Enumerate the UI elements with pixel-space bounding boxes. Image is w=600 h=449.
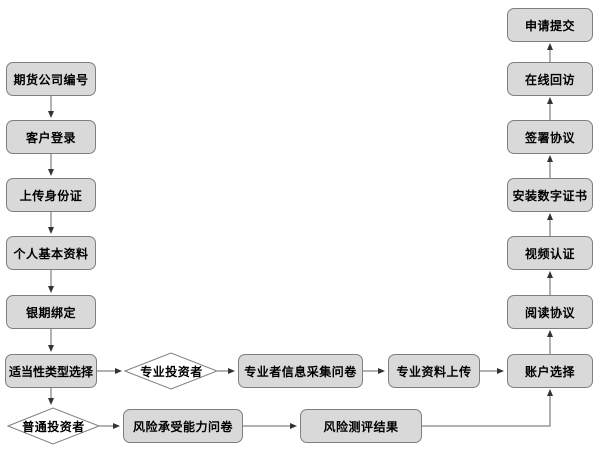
node-upload-id-card: 上传身份证 [6,178,96,212]
node-customer-login: 客户登录 [6,120,96,154]
node-professional-document-upload: 专业资料上传 [388,354,480,388]
node-risk-tolerance-questionnaire: 风险承受能力问卷 [123,409,243,443]
node-online-follow-up: 在线回访 [507,62,593,96]
professional-investor-label: 专业投资者 [140,364,203,379]
node-read-agreement: 阅读协议 [507,295,593,329]
ordinary-investor-diamond [6,407,101,445]
node-suitability-type-selection: 适当性类型选择 [5,354,97,388]
node-video-verification: 视频认证 [507,236,593,270]
professional-investor-diamond [123,352,219,390]
edge-result-to-account [422,389,553,427]
node-personal-basic-info: 个人基本资料 [6,236,96,270]
node-professional-info-questionnaire: 专业者信息采集问卷 [238,354,363,388]
node-risk-assessment-result: 风险测评结果 [300,409,422,443]
node-account-selection: 账户选择 [507,354,593,388]
ordinary-investor-label: 普通投资者 [22,419,85,434]
node-application-submission: 申请提交 [507,8,593,42]
node-sign-agreement: 签署协议 [507,120,593,154]
node-bank-futures-binding: 银期绑定 [6,295,96,329]
node-install-digital-certificate: 安装数字证书 [507,178,593,212]
node-futures-company-code: 期货公司编号 [6,62,96,96]
